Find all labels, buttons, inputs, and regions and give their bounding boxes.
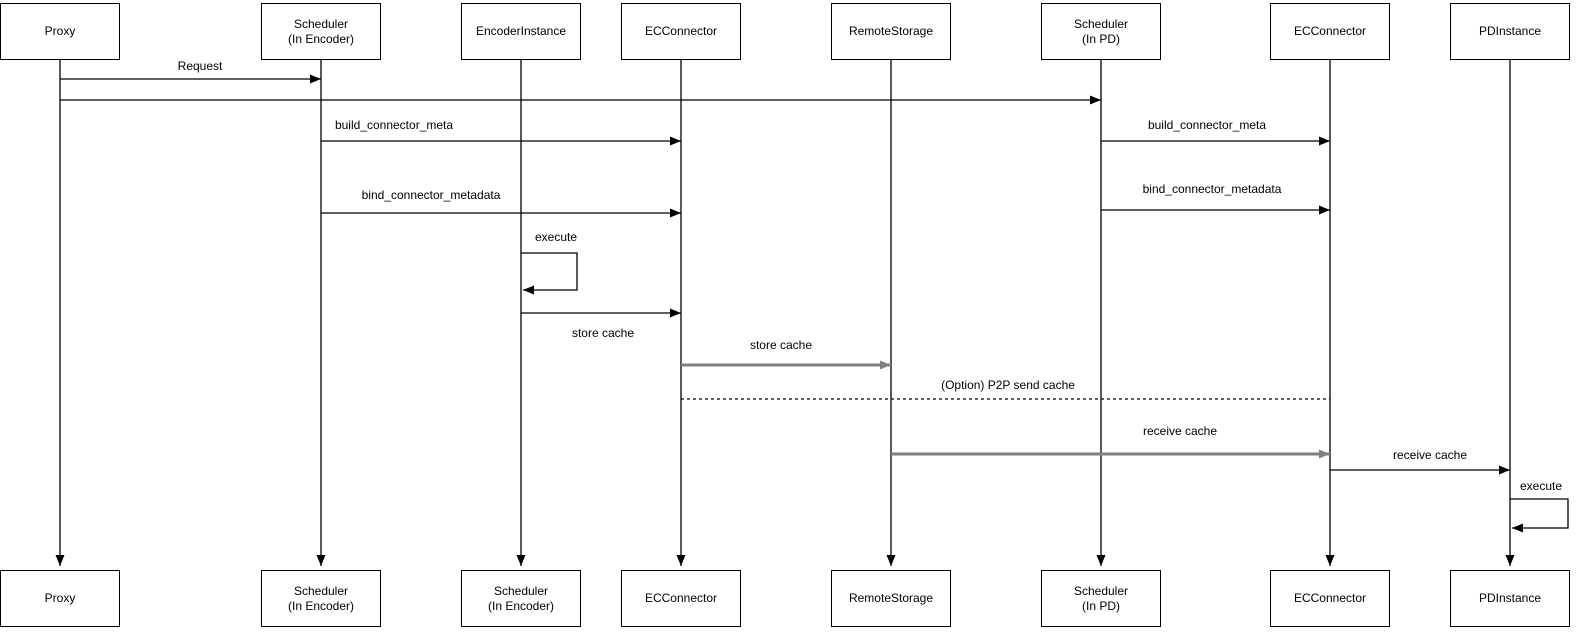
participant-box-bottom: ECConnector: [621, 570, 741, 627]
message-label: bind_connector_metadata: [1140, 182, 1284, 196]
self-loop-label: execute: [532, 230, 580, 244]
participant-box-bottom: Scheduler (In Encoder): [261, 570, 381, 627]
self-loop-arrow: [521, 252, 578, 295]
participant-box-top: PDInstance: [1450, 3, 1570, 60]
participant-box-top: ECConnector: [1270, 3, 1390, 60]
participant-box-bottom: Scheduler (In Encoder): [461, 570, 581, 627]
participant-box-top: EncoderInstance: [461, 3, 581, 60]
participant-box-bottom: Proxy: [0, 570, 120, 627]
message-label: receive cache: [1140, 424, 1220, 438]
participant-box-bottom: Scheduler (In PD): [1041, 570, 1161, 627]
self-loop-label: execute: [1517, 479, 1565, 493]
message-label: store cache: [747, 338, 815, 352]
message-label: receive cache: [1390, 448, 1470, 462]
participant-box-bottom: ECConnector: [1270, 570, 1390, 627]
message-label: Request: [175, 59, 225, 73]
message-label: bind_connector_metadata: [359, 188, 503, 202]
participant-box-top: Scheduler (In PD): [1041, 3, 1161, 60]
participant-box-bottom: RemoteStorage: [831, 570, 951, 627]
message-label: (Option) P2P send cache: [939, 378, 1077, 392]
participant-box-top: Proxy: [0, 3, 120, 60]
self-loop-arrow: [1510, 498, 1569, 533]
participant-box-top: ECConnector: [621, 3, 741, 60]
participant-box-top: RemoteStorage: [831, 3, 951, 60]
participant-box-top: Scheduler (In Encoder): [261, 3, 381, 60]
participant-box-bottom: PDInstance: [1450, 570, 1570, 627]
message-label: build_connector_meta: [332, 118, 456, 132]
message-label: build_connector_meta: [1145, 118, 1269, 132]
message-label: store cache: [569, 326, 637, 340]
